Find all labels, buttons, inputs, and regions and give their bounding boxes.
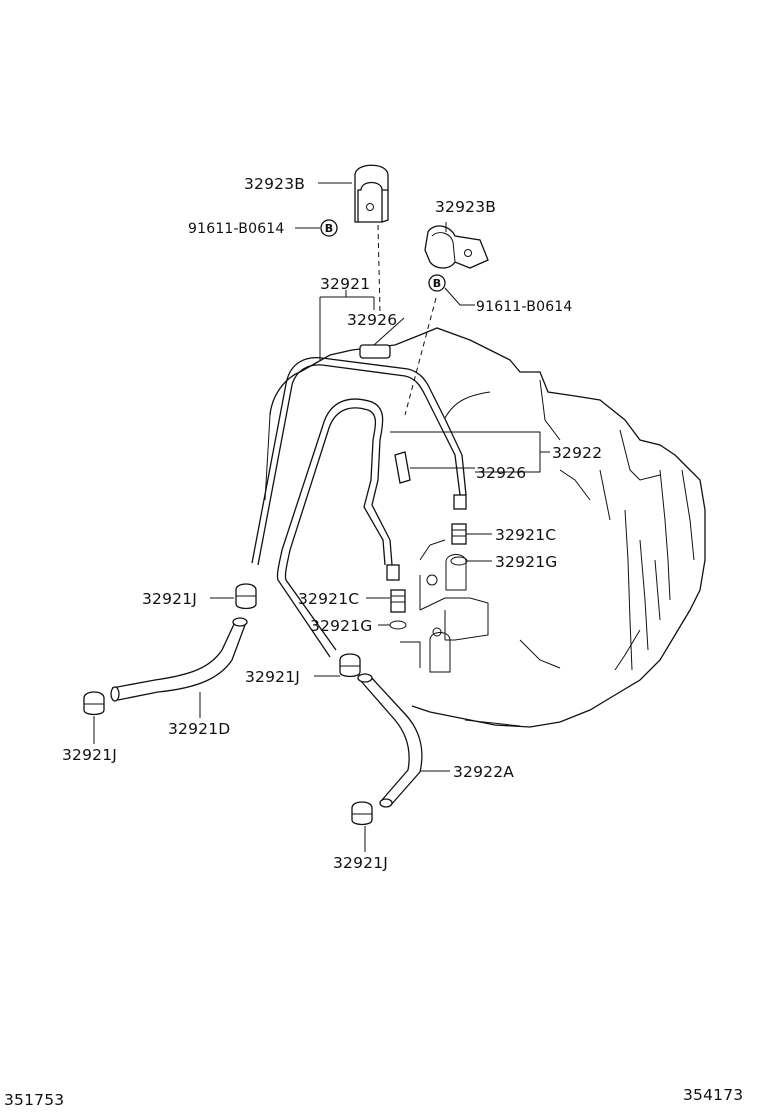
bolt-symbol-left: B <box>320 219 338 237</box>
label-clip-lower-left: 32921J <box>62 746 117 764</box>
clip-bottom <box>351 801 373 826</box>
clip-upper-left <box>235 583 257 610</box>
transmission-case <box>264 327 706 728</box>
sleeve-upper <box>359 344 391 359</box>
label-clip-middle: 32921J <box>245 668 300 686</box>
gasket-left <box>389 620 407 630</box>
bracket-right <box>424 225 489 269</box>
footer-left-code: 351753 <box>4 1091 64 1109</box>
union-right <box>451 523 467 545</box>
pipe-32921 <box>251 356 467 566</box>
label-bolt-right: 91611-B0614 <box>476 299 573 315</box>
pipe-32922 <box>276 398 400 658</box>
label-sleeve-upper: 32926 <box>347 311 397 329</box>
label-clip-upper-left: 32921J <box>142 590 197 608</box>
bolt-symbol-right: B <box>428 274 446 292</box>
gasket-right <box>450 556 468 566</box>
label-hose-d: 32921D <box>168 720 230 738</box>
label-bracket-top: 32923B <box>244 175 305 193</box>
label-gasket-right: 32921G <box>495 553 558 571</box>
label-pipe-32921: 32921 <box>320 275 370 293</box>
label-pipe-32922: 32922 <box>552 444 602 462</box>
label-union-right: 32921C <box>495 526 556 544</box>
hose-32921d <box>110 617 248 702</box>
label-clip-bottom: 32921J <box>333 854 388 872</box>
footer-right-code: 354173 <box>683 1086 743 1104</box>
clip-middle <box>339 653 361 678</box>
label-gasket-left: 32921G <box>310 617 373 635</box>
svg-text:B: B <box>325 222 334 235</box>
leader-lines <box>93 182 550 852</box>
clip-lower-left <box>83 691 105 716</box>
part-labels: 32923B 91611-B0614 32923B 91611-B0614 32… <box>62 175 602 872</box>
label-hose-a: 32922A <box>453 763 514 781</box>
sleeve-lower <box>394 451 411 484</box>
bracket-top <box>354 164 389 223</box>
label-bolt-left: 91611-B0614 <box>188 221 285 237</box>
hose-32922a <box>357 673 423 808</box>
label-union-left: 32921C <box>298 590 359 608</box>
alignment-line-top <box>377 224 381 313</box>
label-sleeve-lower: 32926 <box>476 464 526 482</box>
union-left <box>390 589 406 613</box>
alignment-line-right <box>404 297 437 416</box>
svg-text:B: B <box>433 277 442 290</box>
label-bracket-right: 32923B <box>435 198 496 216</box>
